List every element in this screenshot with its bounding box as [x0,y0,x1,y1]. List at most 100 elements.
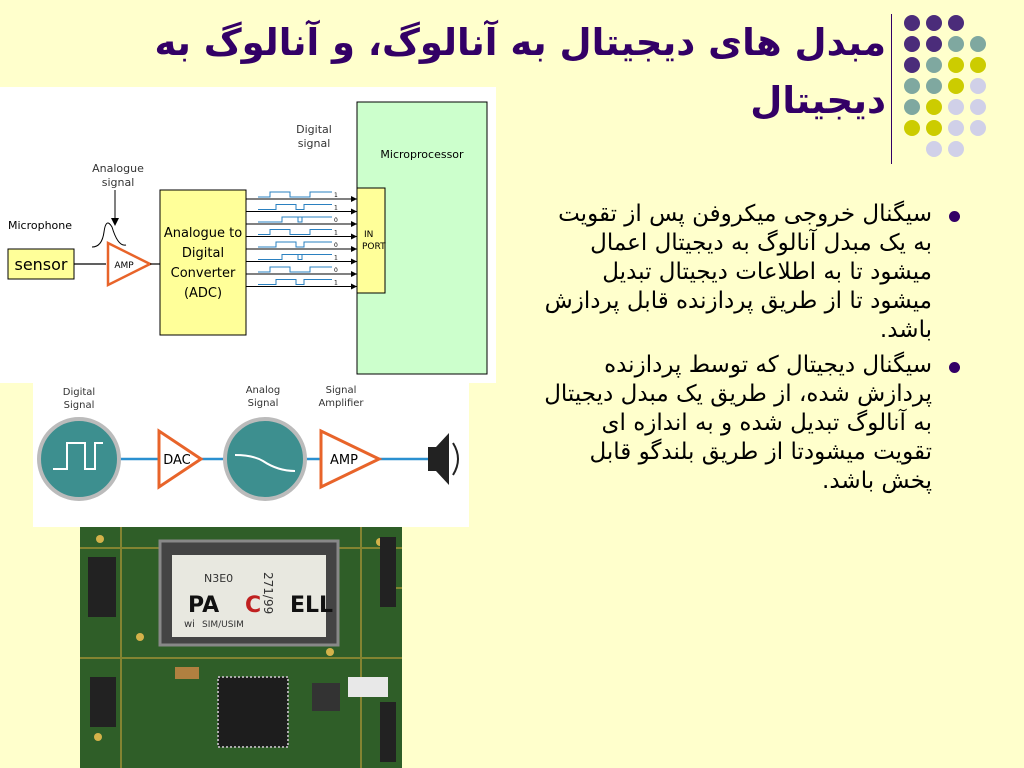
output-amp-label: AMP [330,453,358,468]
sim-card [172,555,326,637]
microphone-label: Microphone [8,219,72,232]
bus-pulse-trace [258,279,332,285]
decorative-dot [904,78,920,94]
bus-pulse-trace [258,241,332,248]
bus-pulse-trace [258,266,332,273]
bus-bit-label: 1 [334,230,338,237]
amp-triangle-output [319,428,383,490]
decorative-dot [970,36,986,52]
bus-bit-label: 0 [334,217,338,224]
adc-label-line2: Digital [182,246,224,261]
in-port-label-line2: PORT [362,242,386,252]
decorative-dot [970,99,986,115]
sim-card-text-number: 271/99 [261,572,275,614]
dac-digital-signal-label-line2: Signal [64,400,95,411]
sim-card-text-wi: wi [184,619,195,630]
decorative-dot [926,15,942,31]
decorative-dot [926,78,942,94]
dac-digital-signal-label-line1: Digital [63,387,95,398]
bus-arrowhead [351,246,357,252]
pcb-connector [348,677,388,697]
bus-arrowhead [351,221,357,227]
digital-signal-label-line2: signal [298,137,331,150]
analog-waveform [234,454,296,472]
dac-triangle [157,428,204,490]
speaker-icon [428,433,459,485]
bus-pulse-trace [258,216,332,223]
decorative-dot [948,36,964,52]
analog-scope [223,417,307,501]
sensor-label: sensor [14,255,67,274]
decorative-dot [948,15,964,31]
digital-scope [37,417,121,501]
decorative-dot [926,120,942,136]
in-port-label-line1: IN [364,230,373,240]
decorative-dot [948,120,964,136]
pcb-chip-left [88,557,116,617]
bullet-text: سیگنال دیجیتال که توسط پردازنده پردازش ش… [544,352,932,494]
decorative-dot [926,57,942,73]
dac-analog-signal-label-line1: Analog [246,385,281,396]
decorative-dot [948,57,964,73]
title-divider [891,14,892,164]
pcb-small-chip [312,683,340,711]
pcb-chip-right-lower [380,702,396,762]
bus-arrowhead [351,196,357,202]
decorative-dot [926,36,942,52]
bus-bit-label: 0 [334,242,338,249]
decorative-dot [904,15,920,31]
bullet-dot [949,362,960,373]
sim-card-text-c: C [245,593,261,618]
decorative-dot [904,99,920,115]
decorative-dot [904,120,920,136]
digital-signal-label-line1: Digital [296,123,332,136]
digital-waveform [53,442,103,470]
decorative-dot-grid [904,15,986,157]
bus-bit-label: 0 [334,267,338,274]
bullet-item: سیگنال خروجی میکروفن پس از تقویت به یک م… [544,200,964,345]
decorative-dot [948,141,964,157]
pcb-component [175,667,199,679]
sim-card-text-code: N3E0 [204,572,233,585]
bullet-dot [949,211,960,222]
sim-card-text-pa: PA [188,593,219,618]
decorative-dot [926,141,942,157]
pcb-chip-left-lower [90,677,116,727]
decorative-dot [970,57,986,73]
bus-pulse-trace [258,191,332,198]
slide-title: مبدل های دیجیتال به آنالوگ، و آنالوگ به … [154,21,886,122]
bus-bit-label: 1 [334,280,338,287]
bus-arrowhead [351,233,357,240]
bus-arrowhead [351,271,357,277]
adc-label-line3: Converter [171,266,236,281]
microprocessor-label: Microprocessor [380,148,464,161]
pcb-photo: PA C ELL N3E0 271/99 SIM/USIM wi [80,527,402,768]
analogue-signal-arrowhead [111,218,119,226]
dac-analog-signal-label-line2: Signal [248,398,279,409]
pcb-chip-right [380,537,396,607]
sim-card-text-ell: ELL [290,593,333,618]
decorative-dot [904,36,920,52]
bus-arrowhead [351,283,357,290]
adc-label-line4: (ADC) [184,286,222,301]
bullet-text: سیگنال خروجی میکروفن پس از تقویت به یک م… [544,201,932,343]
dac-label: DAC [163,453,191,468]
bus-arrowhead [351,208,357,215]
adc-box [159,189,247,336]
sim-card-text-sim: SIM/USIM [202,620,244,630]
decorative-dot [948,99,964,115]
signal-amplifier-label-line1: Signal [326,385,357,396]
bus-pulse-trace [258,204,332,210]
analogue-waveform [91,222,127,248]
bus-bit-label: 1 [334,192,338,199]
decorative-dot [926,99,942,115]
dac-diagram: Digital Signal Analog Signal Signal Ampl… [33,383,469,527]
analogue-signal-label-line1: Analogue [92,162,144,175]
bus-arrowhead [351,258,357,265]
adc-label-line1: Analogue to [164,226,242,241]
bus-pulse-trace [258,254,332,260]
in-port-box [356,187,386,294]
decorative-dot [904,57,920,73]
bullet-item: سیگنال دیجیتال که توسط پردازنده پردازش ش… [544,351,964,496]
